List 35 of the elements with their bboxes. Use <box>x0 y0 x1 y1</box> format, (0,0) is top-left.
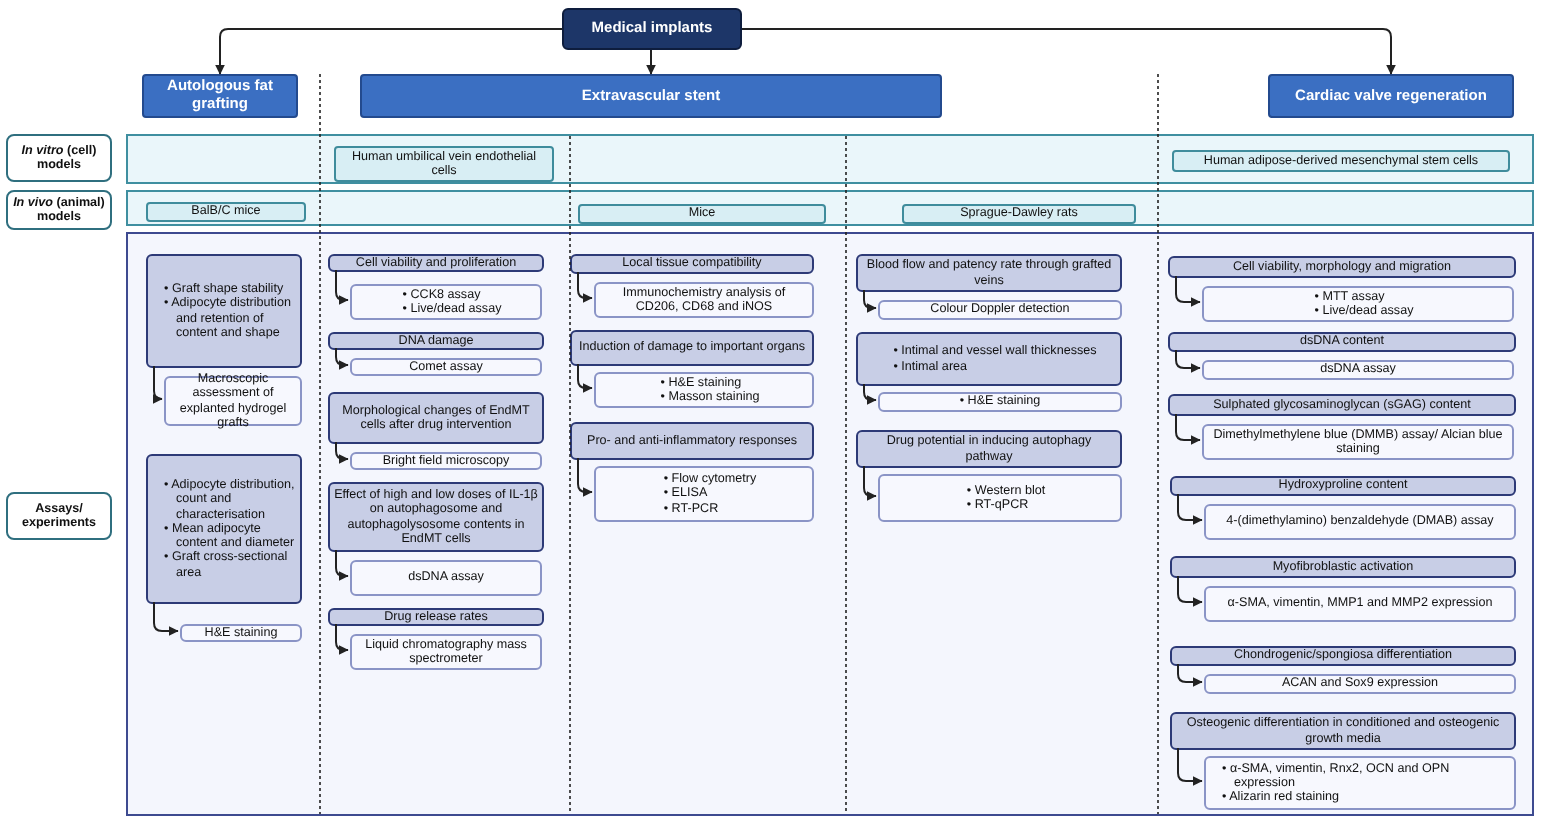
method-box <box>1202 286 1514 322</box>
model-band <box>126 190 1534 226</box>
arrow <box>152 365 163 404</box>
measure-header <box>856 332 1122 386</box>
model-band <box>126 134 1534 184</box>
arrow <box>153 601 179 636</box>
arrow <box>646 49 656 75</box>
measure-header <box>146 254 302 368</box>
arrow <box>335 549 349 581</box>
arrow <box>863 289 877 313</box>
arrow <box>1175 275 1201 307</box>
assay-panel <box>126 232 1534 816</box>
arrow <box>741 28 1396 75</box>
arrow <box>1177 663 1203 687</box>
arrow <box>1177 575 1203 607</box>
arrow <box>1177 747 1203 786</box>
arrow <box>215 28 563 75</box>
method-box <box>878 474 1122 522</box>
arrow <box>863 383 877 405</box>
arrow <box>1177 493 1203 525</box>
arrow <box>335 347 349 370</box>
arrow <box>335 623 349 655</box>
arrow <box>1175 349 1201 373</box>
arrow <box>1175 413 1201 445</box>
arrow <box>335 441 349 464</box>
measure-header <box>146 454 302 604</box>
method-box <box>350 284 542 320</box>
arrow <box>335 269 349 305</box>
method-box <box>1204 756 1516 810</box>
method-box <box>594 372 814 408</box>
arrow <box>577 457 593 497</box>
arrow <box>863 465 877 501</box>
arrow <box>577 363 593 393</box>
method-box <box>594 466 814 522</box>
arrow <box>577 271 593 303</box>
